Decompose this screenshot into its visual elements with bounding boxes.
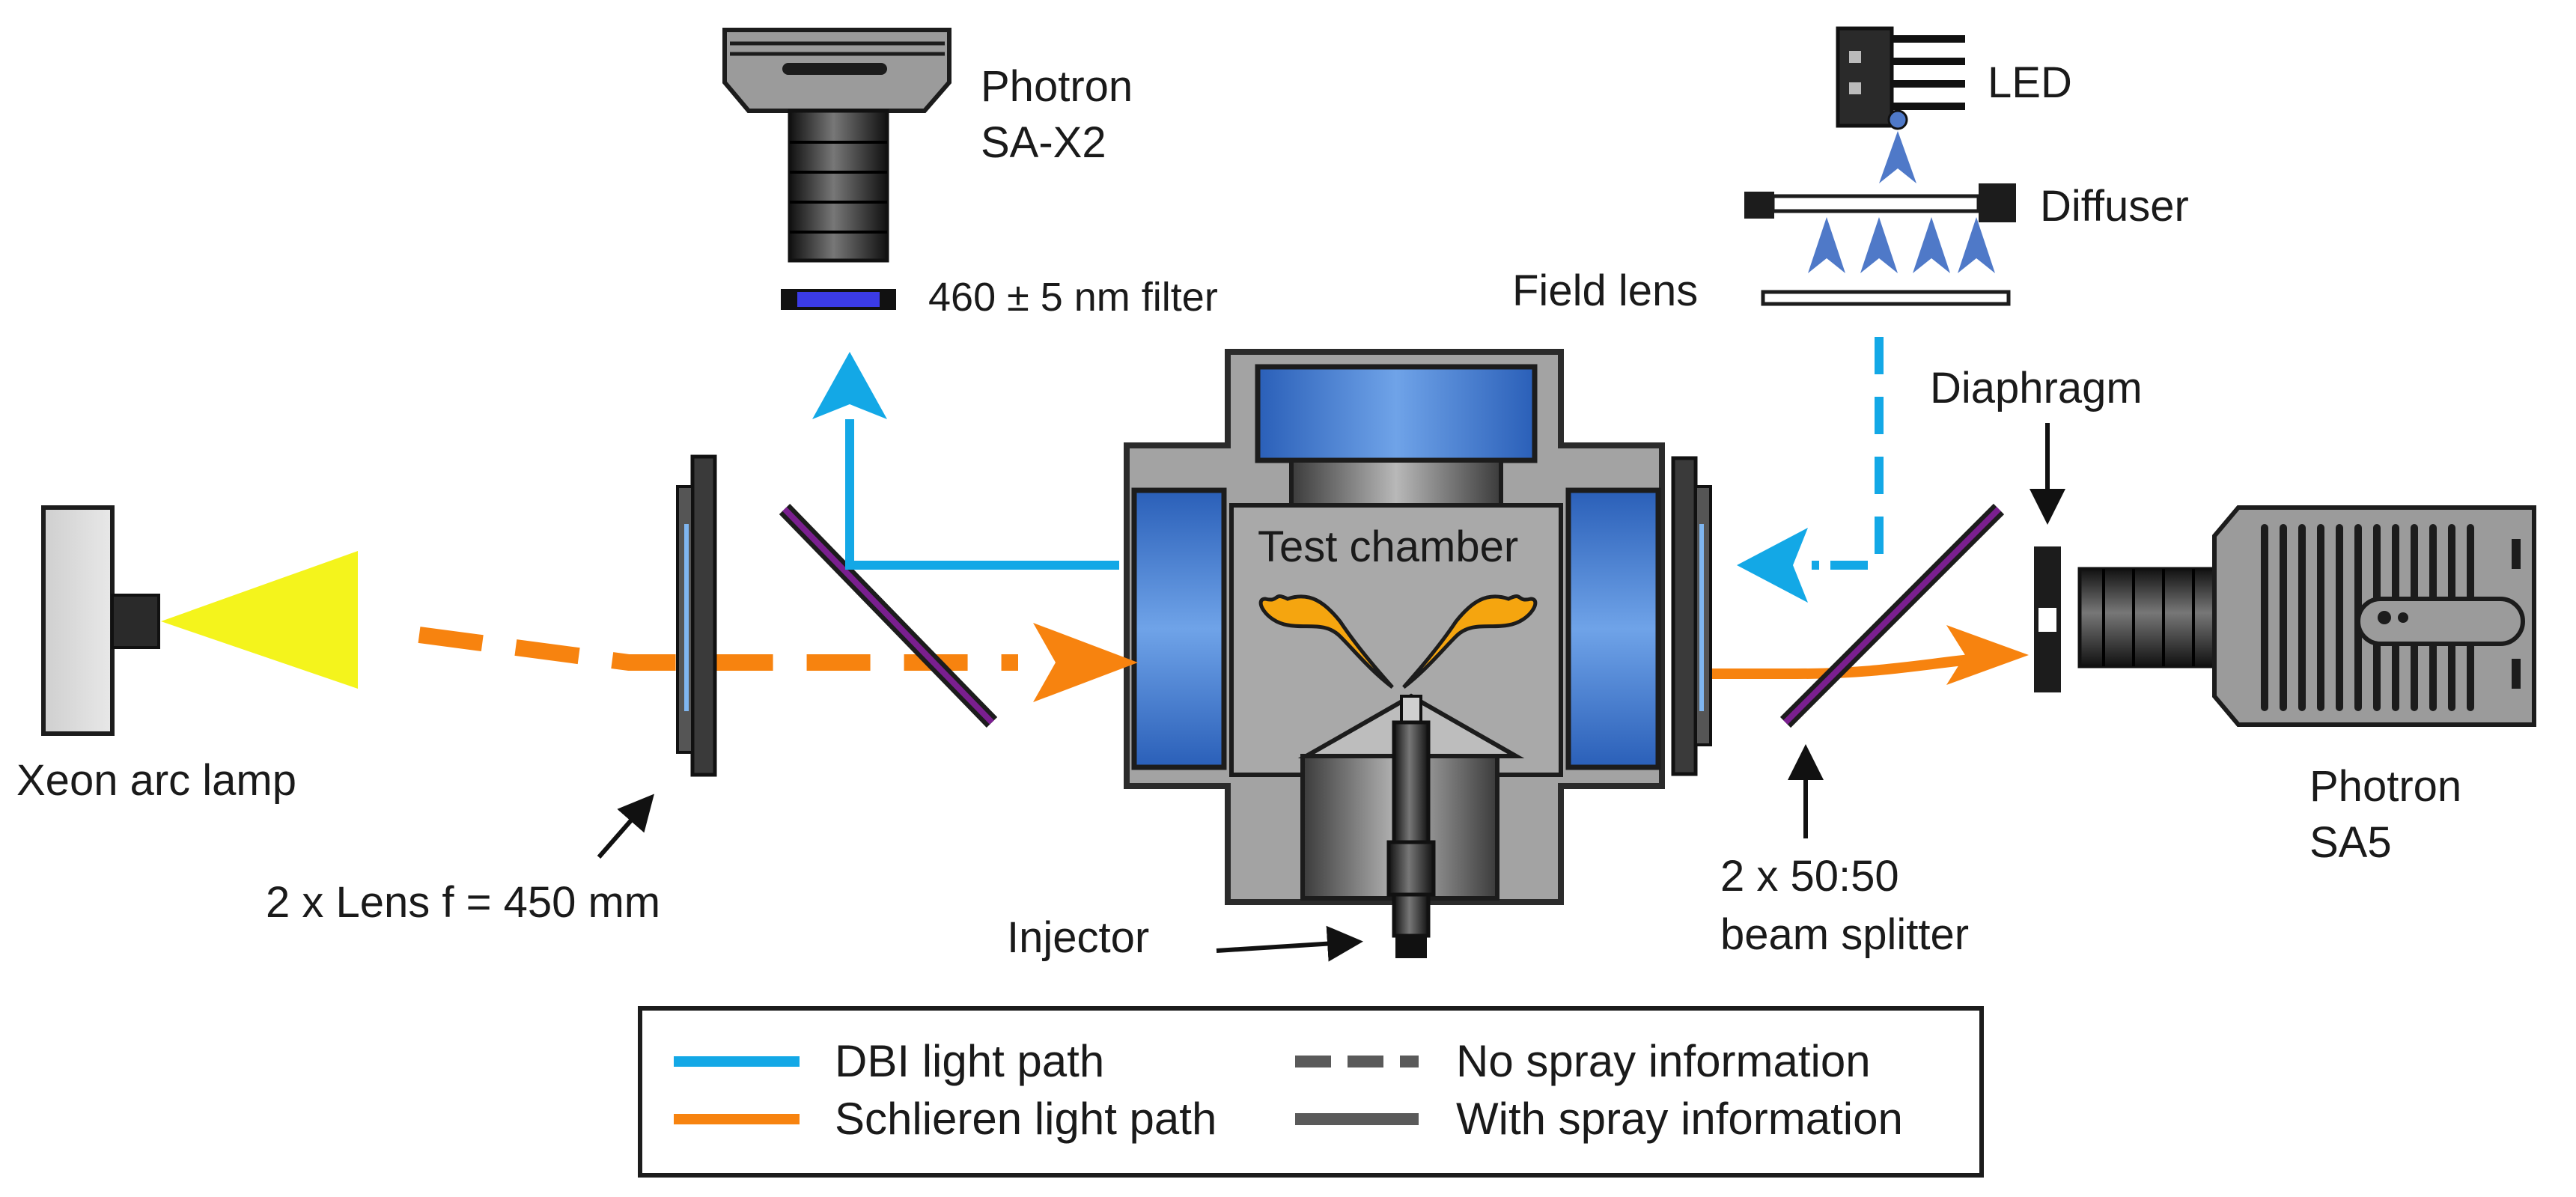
lens-right <box>1671 456 1712 776</box>
lens-annotation: 2 x Lens f = 450 mm <box>266 794 660 927</box>
sax2-lens <box>788 109 889 263</box>
spray-plume-right <box>1402 594 1538 689</box>
light-cone <box>161 551 358 689</box>
top-window <box>1255 364 1538 463</box>
dbi-arrowhead-left <box>1737 528 1808 603</box>
sa5-vents <box>2261 524 2474 711</box>
legend-no-spray-label: No spray information <box>1456 1036 1871 1086</box>
diaphragm: Diaphragm <box>1930 364 2143 692</box>
schlieren-path <box>418 623 2029 702</box>
field-lens-label: Field lens <box>1512 266 1698 315</box>
led-label: LED <box>1988 58 2072 107</box>
photron-sax2-camera: Photron SA-X2 460 ± 5 nm filter <box>722 28 1218 320</box>
test-chamber-label: Test chamber <box>1258 523 1518 571</box>
spray-plume-left <box>1258 594 1394 689</box>
schlieren-solid-right <box>1684 654 1977 679</box>
legend-schlieren-label: Schlieren light path <box>835 1094 1217 1144</box>
field-lens: Field lens <box>1512 266 2011 315</box>
injector-annotation: Injector <box>1007 913 1363 962</box>
sax2-label-1: Photron <box>981 62 1133 111</box>
injector-label: Injector <box>1007 913 1149 962</box>
xenon-arc-lamp: Xeon arc lamp <box>16 505 358 805</box>
filter-label: 460 ± 5 nm filter <box>928 275 1218 320</box>
schlieren-dashed-left <box>418 627 1018 671</box>
lens-label: 2 x Lens f = 450 mm <box>266 878 660 927</box>
diffuser: Diffuser <box>1744 182 2189 273</box>
filter <box>781 289 896 310</box>
left-window <box>1131 487 1227 770</box>
diffuser-label: Diffuser <box>2040 182 2189 231</box>
beam-splitter-label-2: beam splitter <box>1720 910 1969 959</box>
led-assembly: LED <box>1836 26 2072 183</box>
legend: DBI light path Schlieren light path No s… <box>638 1006 1984 1178</box>
beam-splitter-right <box>1779 503 2005 728</box>
schlieren-arrowhead-right <box>1946 625 2029 685</box>
led-light-rays <box>1879 131 1916 183</box>
beam-splitter-label-1: 2 x 50:50 <box>1720 852 1899 901</box>
injector-body <box>1386 695 1436 958</box>
legend-box <box>638 1006 1984 1178</box>
lamp-housing <box>41 505 115 736</box>
legend-dbi-label: DBI light path <box>835 1036 1104 1086</box>
dbi-path-left <box>812 352 1119 570</box>
dbi-path-right <box>1737 337 1884 603</box>
diaphragm-label: Diaphragm <box>1930 364 2143 412</box>
right-window <box>1565 487 1661 770</box>
sa5-label-1: Photron <box>2309 762 2461 811</box>
beam-splitter-left <box>779 504 998 728</box>
lens-left <box>676 454 717 777</box>
sa5-label-2: SA5 <box>2309 818 2392 867</box>
top-cylinder <box>1289 458 1503 508</box>
led-body <box>1836 26 1894 128</box>
photron-sa5-camera: Photron SA5 <box>2077 505 2536 867</box>
dbi-arrowhead-up <box>812 352 887 419</box>
xenon-lamp-label: Xeon arc lamp <box>16 756 296 805</box>
test-chamber: Test chamber <box>1124 349 1665 958</box>
schlieren-arrowhead-center <box>1033 623 1138 702</box>
diffuser-light-rays <box>1808 217 1995 273</box>
beam-splitter-annotation: 2 x 50:50 beam splitter <box>1720 744 1969 959</box>
legend-with-spray-label: With spray information <box>1456 1094 1903 1144</box>
lamp-nozzle <box>111 594 160 649</box>
sax2-label-2: SA-X2 <box>981 118 1106 167</box>
